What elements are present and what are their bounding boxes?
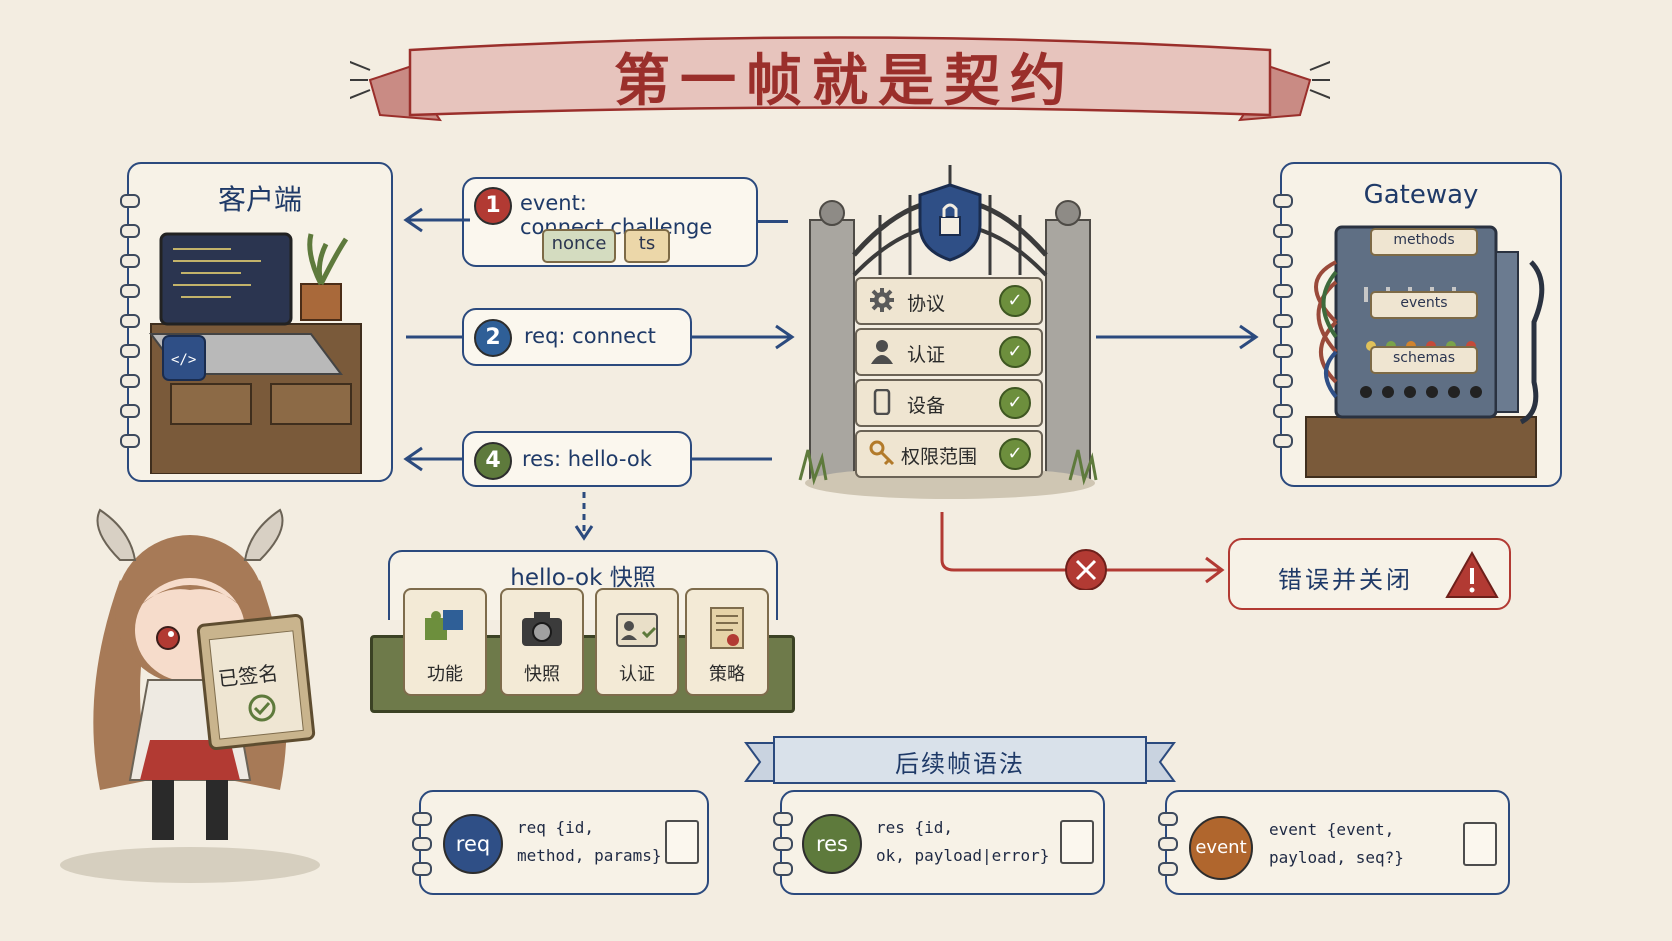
hello-ok-title: hello-ok 快照 — [510, 565, 656, 591]
step-1-text: event: connect.challenge — [520, 191, 713, 239]
step-1-number: 1 — [474, 187, 512, 225]
req-syntax: req {id, method, params} — [517, 818, 662, 865]
step-2-number: 2 — [474, 319, 512, 357]
check-icon: ✓ — [999, 387, 1031, 419]
scroll-icon — [710, 607, 744, 649]
snapshot-item-policy: 策略 — [685, 588, 769, 696]
client-card: 客户端 </> — [120, 162, 393, 482]
error-card: 错误并关闭 — [1228, 538, 1511, 610]
step-4-card: 4 res: hello-ok — [462, 431, 692, 487]
check-icon: ✓ — [999, 285, 1031, 317]
nonce-tag: nonce — [542, 229, 616, 263]
id-badge-icon — [616, 613, 658, 647]
laptop-desk-illustration: </> — [149, 232, 362, 474]
user-icon — [871, 340, 893, 364]
arrow-step-4-left — [403, 446, 772, 472]
client-label: 客户端 — [217, 183, 302, 216]
snapshot-label: 策略 — [709, 664, 745, 685]
key-icon — [869, 440, 895, 466]
gate-check-device: 设备 ✓ — [855, 379, 1043, 427]
gear-icon — [870, 288, 894, 312]
event-badge: event — [1189, 816, 1253, 880]
arrow-to-gateway — [1096, 324, 1259, 350]
error-arrow — [940, 512, 1225, 590]
step-1-card: 1 event: connect.challenge nonce ts — [462, 177, 758, 267]
arrow-to-hello-ok — [574, 492, 594, 541]
check-icon: ✓ — [999, 438, 1031, 470]
panel-label-methods: methods — [1370, 228, 1478, 256]
step-2-text: req: connect — [524, 324, 656, 348]
snapshot-label: 认证 — [619, 664, 655, 685]
error-label: 错误并关闭 — [1278, 566, 1413, 594]
snapshot-label: 功能 — [427, 664, 463, 685]
syntax-frame-req: req req {id, method, params} — [412, 790, 709, 895]
puzzle-icon — [425, 610, 463, 640]
panel-label-schemas: schemas — [1370, 346, 1478, 374]
gate-check-scope: 权限范围 ✓ — [855, 430, 1043, 478]
gate-check-protocol: 协议 ✓ — [855, 277, 1043, 325]
snapshot-label: 快照 — [524, 664, 560, 685]
req-badge: req — [443, 814, 503, 874]
document-icon — [1463, 822, 1497, 866]
check-icon: ✓ — [999, 336, 1031, 368]
res-syntax: res {id, ok, payload|error} — [876, 818, 1050, 865]
gateway-label: Gateway — [1363, 180, 1479, 210]
arrow-step-2-right — [406, 324, 795, 350]
phone-icon — [873, 389, 891, 415]
snapshot-item-snapshot: 快照 — [500, 588, 584, 696]
step-4-number: 4 — [474, 442, 512, 480]
svg-text:</>: </> — [171, 352, 196, 368]
gate-check-label: 设备 — [907, 395, 946, 417]
arrow-step-1-left — [403, 207, 470, 233]
title-ribbon — [350, 36, 1330, 122]
syntax-banner — [744, 736, 1176, 784]
snapshot-item-auth: 认证 — [595, 588, 679, 696]
step-2-card: 2 req: connect — [462, 308, 692, 366]
gate-check-label: 权限范围 — [901, 446, 978, 468]
syntax-banner-label: 后续帧语法 — [895, 750, 1025, 778]
panel-label-events: events — [1370, 291, 1478, 319]
gate-check-label: 协议 — [907, 293, 946, 315]
ts-tag: ts — [624, 229, 670, 263]
step-4-text: res: hello-ok — [522, 447, 652, 471]
mascot-illustration — [60, 508, 320, 883]
gateway-card: Gateway methods events schemas — [1273, 162, 1562, 487]
snapshot-item-features: 功能 — [403, 588, 487, 696]
gate-check-auth: 认证 ✓ — [855, 328, 1043, 376]
event-syntax: event {event, payload, seq?} — [1269, 820, 1404, 867]
res-badge: res — [802, 814, 862, 874]
gate-check-label: 认证 — [907, 344, 946, 366]
syntax-frame-res: res res {id, ok, payload|error} — [773, 790, 1105, 895]
syntax-frame-event: event event {event, payload, seq?} — [1158, 790, 1510, 895]
camera-icon — [522, 612, 562, 646]
document-icon — [665, 820, 699, 864]
document-icon — [1060, 820, 1094, 864]
page-title: 第一帧就是契约 — [614, 48, 1076, 114]
warning-icon — [1445, 550, 1499, 598]
